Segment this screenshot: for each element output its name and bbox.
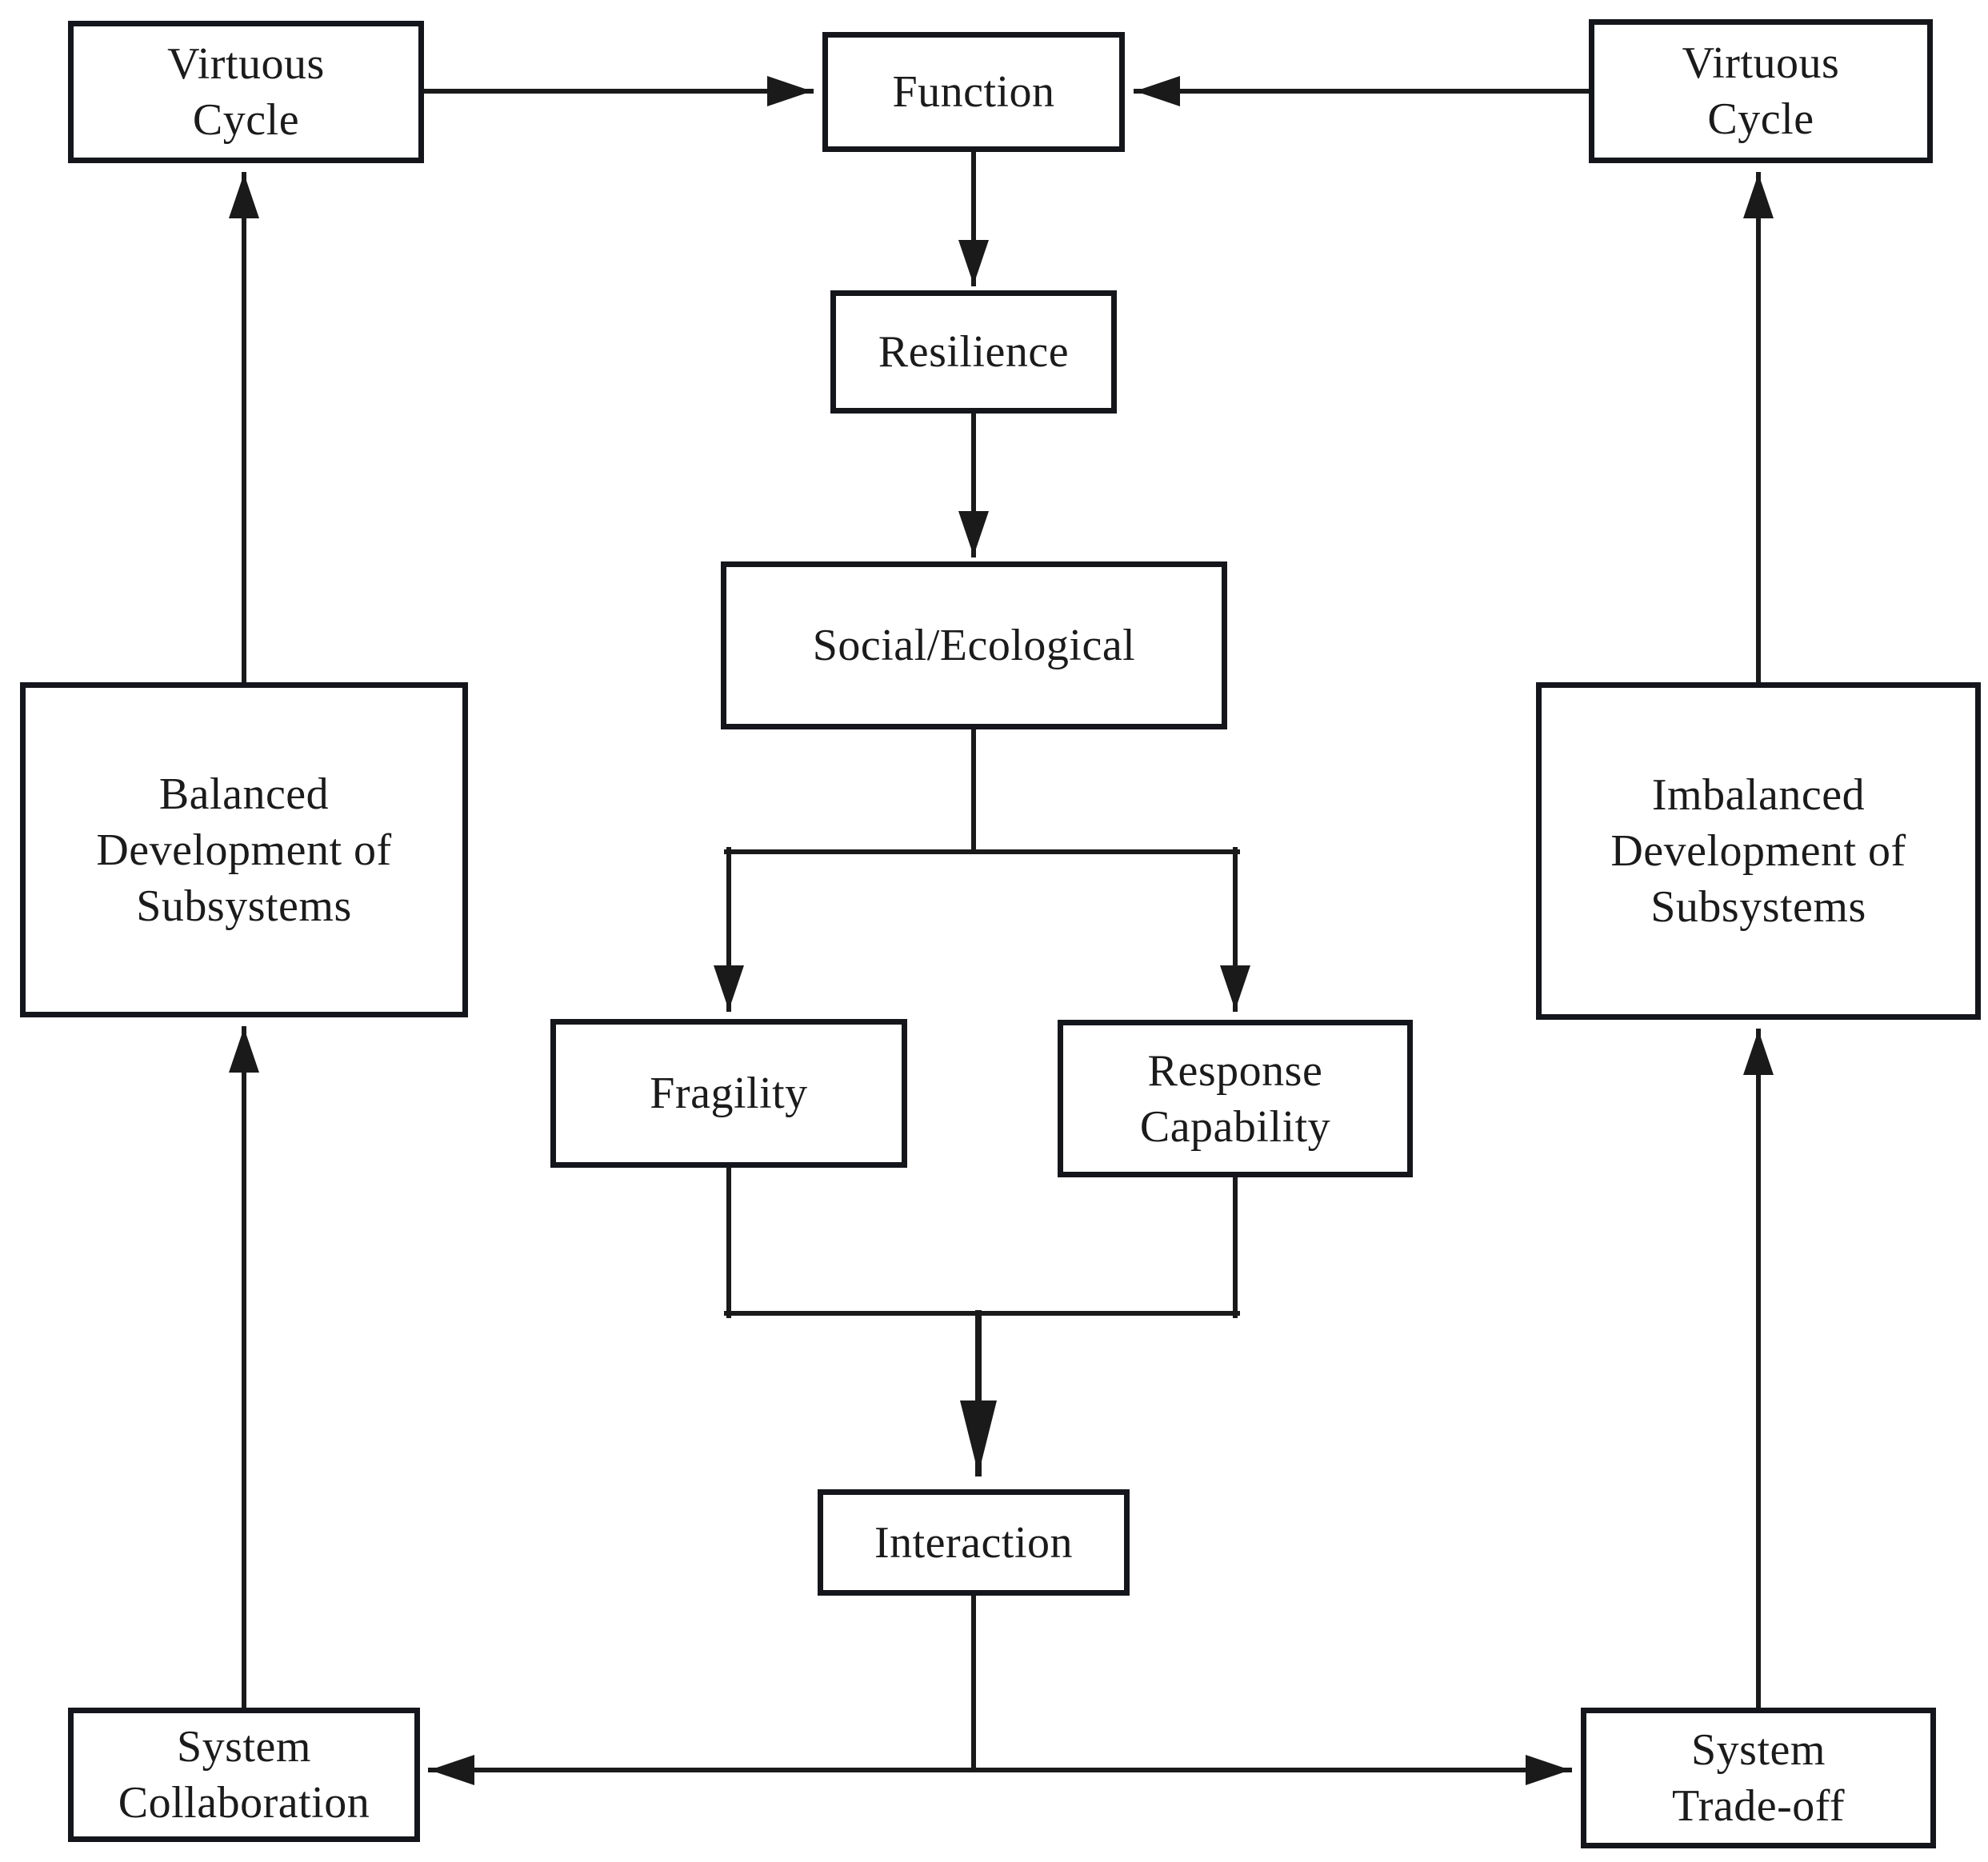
node-balanced-development: Balanced Development of Subsystems <box>20 682 468 1017</box>
node-imbalanced-development: Imbalanced Development of Subsystems <box>1536 682 1981 1020</box>
virtuous-cycle-right-label: Virtuous Cycle <box>1682 38 1840 144</box>
node-interaction: Interaction <box>818 1489 1130 1596</box>
resilience-label: Resilience <box>878 327 1070 377</box>
node-virtuous-cycle-right: Virtuous Cycle <box>1589 19 1933 163</box>
virtuous-cycle-left-label: Virtuous Cycle <box>167 39 325 145</box>
function-label: Function <box>892 67 1055 117</box>
node-system-collaboration: System Collaboration <box>68 1708 420 1842</box>
node-response-capability: Response Capability <box>1058 1020 1413 1177</box>
node-system-trade-off: System Trade-off <box>1581 1708 1936 1848</box>
node-function: Function <box>822 32 1125 152</box>
node-social-ecological: Social/Ecological <box>721 561 1227 729</box>
imbalanced-development-label: Imbalanced Development of Subsystems <box>1610 770 1906 932</box>
response-capability-label: Response Capability <box>1139 1045 1331 1152</box>
system-trade-off-label: System Trade-off <box>1671 1725 1846 1831</box>
fragility-label: Fragility <box>650 1069 808 1118</box>
node-fragility: Fragility <box>550 1019 907 1168</box>
interaction-label: Interaction <box>874 1517 1074 1568</box>
system-collaboration-label: System Collaboration <box>118 1722 370 1828</box>
node-virtuous-cycle-left: Virtuous Cycle <box>68 21 424 163</box>
node-resilience: Resilience <box>830 290 1117 414</box>
social-ecological-label: Social/Ecological <box>812 621 1136 670</box>
balanced-development-label: Balanced Development of Subsystems <box>96 769 392 931</box>
